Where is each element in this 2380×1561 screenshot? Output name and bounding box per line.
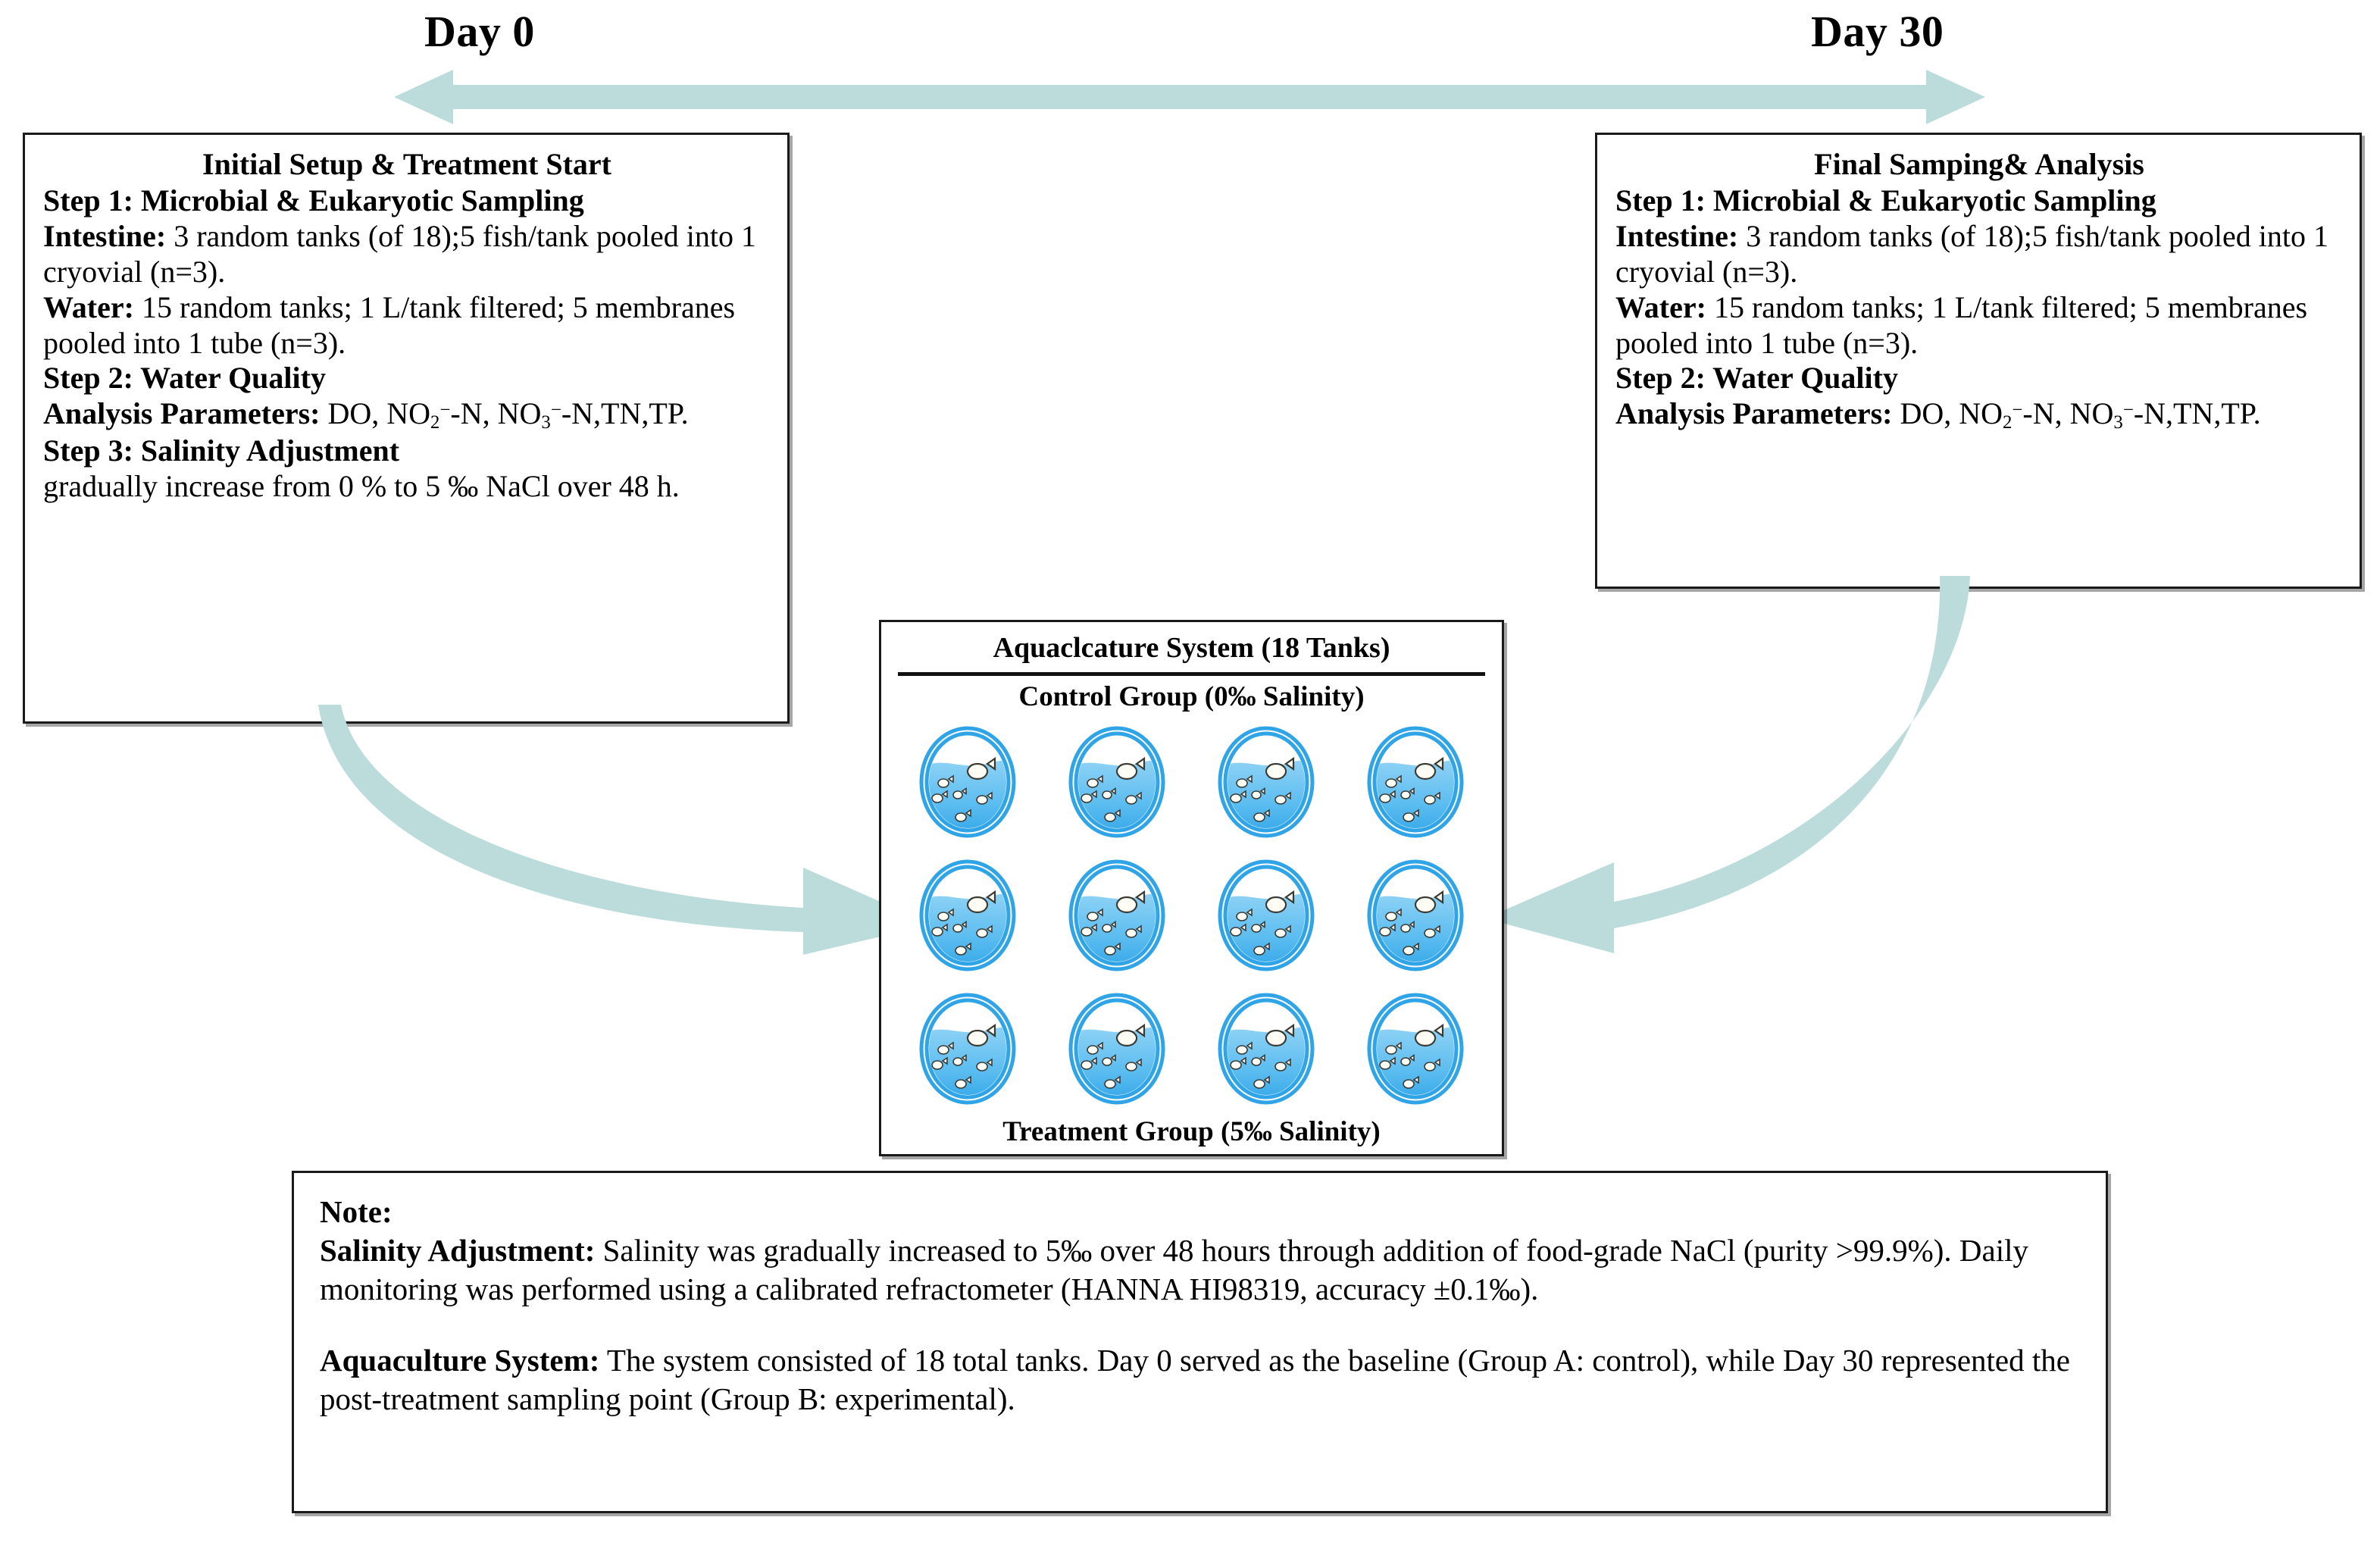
- left-intestine-text: 3 random tanks (of 18);5 fish/tank poole…: [43, 219, 756, 289]
- right-intestine-line: Intestine: 3 random tanks (of 18);5 fish…: [1615, 219, 2343, 290]
- left-analysis-line: Analysis Parameters: DO, NO2−-N, NO3−-N,…: [43, 396, 689, 433]
- curved-arrow-day30-to-system: [1485, 576, 1970, 953]
- final-sampling-panel: Final Samping& Analysis Step 1: Microbia…: [1595, 133, 2362, 589]
- aquaculture-divider: [898, 671, 1485, 676]
- nitrate-charge: −: [2122, 399, 2134, 421]
- initial-setup-panel: Initial Setup & Treatment Start Step 1: …: [23, 133, 790, 724]
- fish-tank-icon: [1218, 993, 1315, 1105]
- nitrate-subscript: 3: [541, 412, 551, 433]
- left-panel-title: Initial Setup & Treatment Start: [202, 147, 611, 181]
- fish-tank-icon: [1068, 859, 1165, 971]
- right-panel-title: Final Samping& Analysis: [1814, 147, 2144, 181]
- fish-tank-icon: [1367, 859, 1464, 971]
- note-aquaculture-label: Aquaculture System:: [320, 1343, 600, 1378]
- note-heading: Note:: [320, 1194, 392, 1229]
- right-analysis-line: Analysis Parameters: DO, NO2−-N, NO3−-N,…: [1615, 396, 2261, 433]
- nitrite-charge: −: [2012, 399, 2023, 421]
- right-step1-heading: Step 1: Microbial & Eukaryotic Sampling: [1615, 183, 2156, 218]
- note-salinity-label: Salinity Adjustment:: [320, 1232, 596, 1268]
- fish-tank-icon: [919, 859, 1016, 971]
- left-step3-text: gradually increase from 0 % to 5 ‰ NaCl …: [43, 469, 680, 504]
- tank-grid: [893, 712, 1490, 1117]
- right-water-text: 15 random tanks; 1 L/tank filtered; 5 me…: [1615, 289, 2308, 360]
- fish-tank-icon: [919, 726, 1016, 838]
- nitrite-charge: −: [439, 399, 451, 421]
- fish-tank-icon: [1367, 726, 1464, 838]
- nitrite-subscript: 2: [2003, 412, 2013, 433]
- fish-tank-icon: [1068, 726, 1165, 838]
- nitrate-charge: −: [550, 399, 561, 421]
- left-analysis-label: Analysis Parameters:: [43, 396, 321, 431]
- nitrite-subscript: 2: [430, 412, 440, 433]
- fish-tank-icon: [1068, 993, 1165, 1105]
- right-intestine-text: 3 random tanks (of 18);5 fish/tank poole…: [1615, 219, 2328, 289]
- aquaculture-system-panel: Aquaclcature System (18 Tanks) Control G…: [879, 620, 1504, 1156]
- note-aquaculture-paragraph: Aquaculture System: The system consisted…: [320, 1341, 2080, 1419]
- double-headed-timeline-arrow: [394, 70, 1985, 124]
- left-step3-heading: Step 3: Salinity Adjustment: [43, 433, 400, 468]
- fish-tank-icon: [1218, 859, 1315, 971]
- right-water-label: Water:: [1615, 289, 1706, 324]
- fish-tank-icon: [1218, 726, 1315, 838]
- tank-row: [893, 726, 1490, 838]
- left-intestine-label: Intestine:: [43, 219, 167, 254]
- right-analysis-label: Analysis Parameters:: [1615, 396, 1893, 431]
- day-30-label: Day 30: [1811, 7, 1944, 56]
- note-salinity-paragraph: Salinity Adjustment: Salinity was gradua…: [320, 1231, 2080, 1309]
- nitrate-subscript: 3: [2113, 412, 2123, 433]
- aquaculture-system-title: Aquaclcature System (18 Tanks): [993, 632, 1390, 664]
- note-salinity-text: Salinity was gradually increased to 5‰ o…: [320, 1232, 2028, 1306]
- tank-row: [893, 859, 1490, 971]
- left-step1-heading: Step 1: Microbial & Eukaryotic Sampling: [43, 183, 584, 218]
- note-spacer: [320, 1308, 2080, 1341]
- tank-row: [893, 993, 1490, 1105]
- curved-arrow-day0-to-system: [318, 705, 932, 955]
- treatment-group-label: Treatment Group (5‰ Salinity): [1002, 1116, 1381, 1148]
- day-0-label: Day 0: [424, 7, 535, 56]
- right-intestine-label: Intestine:: [1615, 219, 1739, 254]
- right-step2-heading: Step 2: Water Quality: [1615, 361, 1898, 396]
- left-water-label: Water:: [43, 289, 134, 324]
- left-water-text: 15 random tanks; 1 L/tank filtered; 5 me…: [43, 289, 736, 360]
- fish-tank-icon: [1367, 993, 1464, 1105]
- left-step2-heading: Step 2: Water Quality: [43, 361, 326, 396]
- left-water-line: Water: 15 random tanks; 1 L/tank filtere…: [43, 290, 771, 361]
- fish-tank-icon: [919, 993, 1016, 1105]
- note-aquaculture-text: The system consisted of 18 total tanks. …: [320, 1343, 2070, 1417]
- right-water-line: Water: 15 random tanks; 1 L/tank filtere…: [1615, 290, 2343, 361]
- left-intestine-line: Intestine: 3 random tanks (of 18);5 fish…: [43, 219, 771, 290]
- control-group-label: Control Group (0‰ Salinity): [1018, 680, 1365, 712]
- note-panel: Note: Salinity Adjustment: Salinity was …: [292, 1171, 2108, 1513]
